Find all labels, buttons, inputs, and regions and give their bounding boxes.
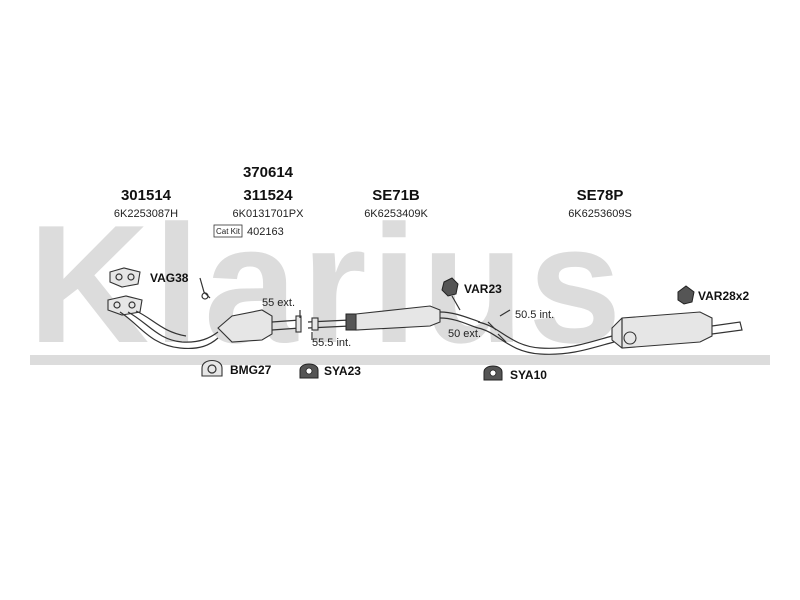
part-number[interactable]: SE71B [372, 187, 420, 204]
oem-number: 6K6253409K [364, 208, 428, 220]
rear-silencer[interactable] [611, 311, 743, 349]
part-number[interactable]: 301514 [121, 187, 172, 204]
cat-kit-label: Cat Kit [216, 227, 241, 236]
oem-number: 6K6253609S [568, 208, 632, 220]
cat-kit-box [213, 224, 243, 238]
part-number[interactable]: SE78P [577, 187, 624, 204]
accessory-label: SYA23 [324, 364, 361, 378]
sya23-mount[interactable]: SYA23 [299, 363, 361, 379]
sya10-mount[interactable]: SYA10 [483, 365, 547, 382]
part-column-4: SE78P 6K6253609S [568, 187, 632, 220]
accessory-label: VAR28x2 [698, 289, 749, 303]
rear-pipe[interactable] [477, 321, 615, 355]
oem-number: 6K2253087H [114, 208, 178, 220]
dimension-label: 55.5 int. [312, 337, 351, 349]
dimension-label: 50 ext. [448, 328, 481, 340]
catalytic-converter[interactable] [217, 309, 302, 343]
dimension-label: 50.5 int. [515, 309, 554, 321]
middle-silencer[interactable] [307, 305, 481, 331]
accessory-label: SYA10 [510, 368, 547, 382]
dimension-labels-mid: 50.5 int. 50 ext. [448, 309, 554, 343]
var23-hanger[interactable]: VAR23 [441, 277, 502, 311]
oem-number: 6K0131701PX [233, 208, 305, 220]
var28-hanger[interactable]: VAR28x2 [677, 285, 749, 305]
part-number[interactable]: 311524 [243, 187, 293, 204]
sensor-bracket [199, 277, 211, 300]
vag38-gasket[interactable]: VAG38 [109, 267, 189, 288]
bmg27-clamp[interactable]: BMG27 [201, 359, 272, 378]
accessory-label: VAR23 [464, 282, 502, 296]
accessory-label: BMG27 [230, 363, 272, 377]
part-column-1: 301514 6K2253087H [114, 187, 178, 220]
dimension-label: 55 ext. [262, 297, 295, 309]
part-column-2: 370614 311524 6K0131701PX Cat Kit 402163 [213, 164, 305, 238]
part-number[interactable]: 370614 [243, 164, 294, 181]
dimension-labels-front: 55 ext. 55.5 int. [262, 297, 351, 349]
front-pipe[interactable] [107, 295, 219, 350]
watermark-bar [30, 355, 770, 365]
accessory-label: VAG38 [150, 271, 189, 285]
part-column-3: SE71B 6K6253409K [364, 187, 428, 220]
cat-kit-number[interactable]: 402163 [247, 226, 284, 238]
